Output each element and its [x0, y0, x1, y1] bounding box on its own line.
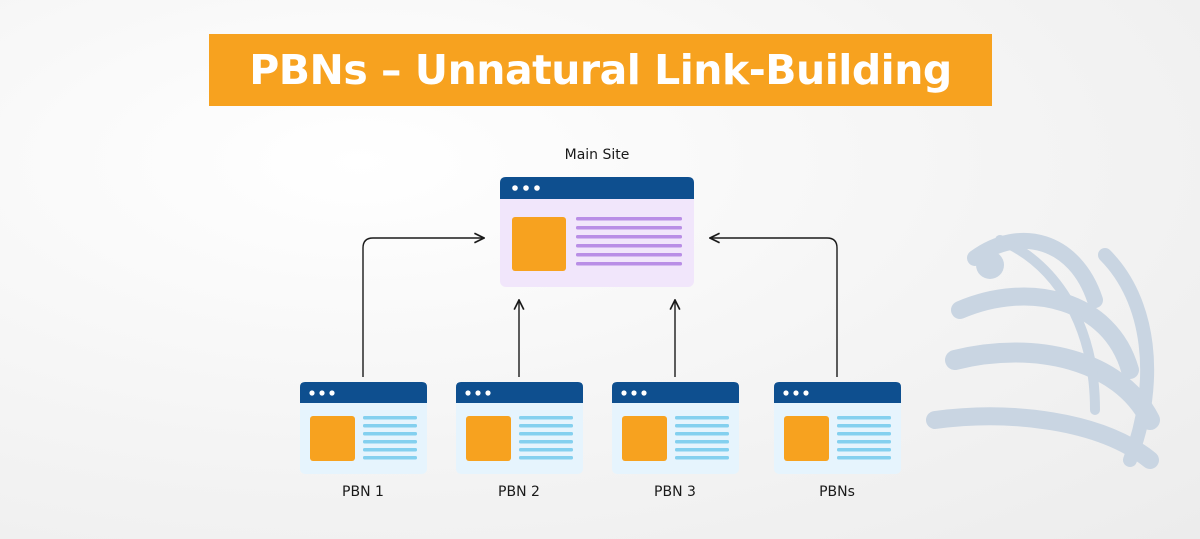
title-banner: PBNs – Unnatural Link-Building: [209, 34, 992, 106]
pbn-window-1: [300, 382, 427, 474]
arrows: [362, 238, 838, 377]
arrow-pbns-to-main: [710, 238, 838, 377]
pbn-label-1: PBN 1: [342, 484, 384, 500]
main-site-label: Main Site: [564, 147, 630, 163]
pbn-window-4: [774, 382, 901, 474]
arrow-pbn1-to-main: [362, 238, 484, 377]
pbn-label-4: PBNs: [819, 484, 855, 500]
page-title: PBNs – Unnatural Link-Building: [249, 46, 952, 94]
main-site-window: [500, 177, 694, 287]
globe-watermark-icon: [926, 232, 1160, 469]
pbn-window-3: [612, 382, 739, 474]
pbn-window-2: [456, 382, 583, 474]
pbn-label-2: PBN 2: [498, 484, 540, 500]
pbn-label-3: PBN 3: [654, 484, 696, 500]
